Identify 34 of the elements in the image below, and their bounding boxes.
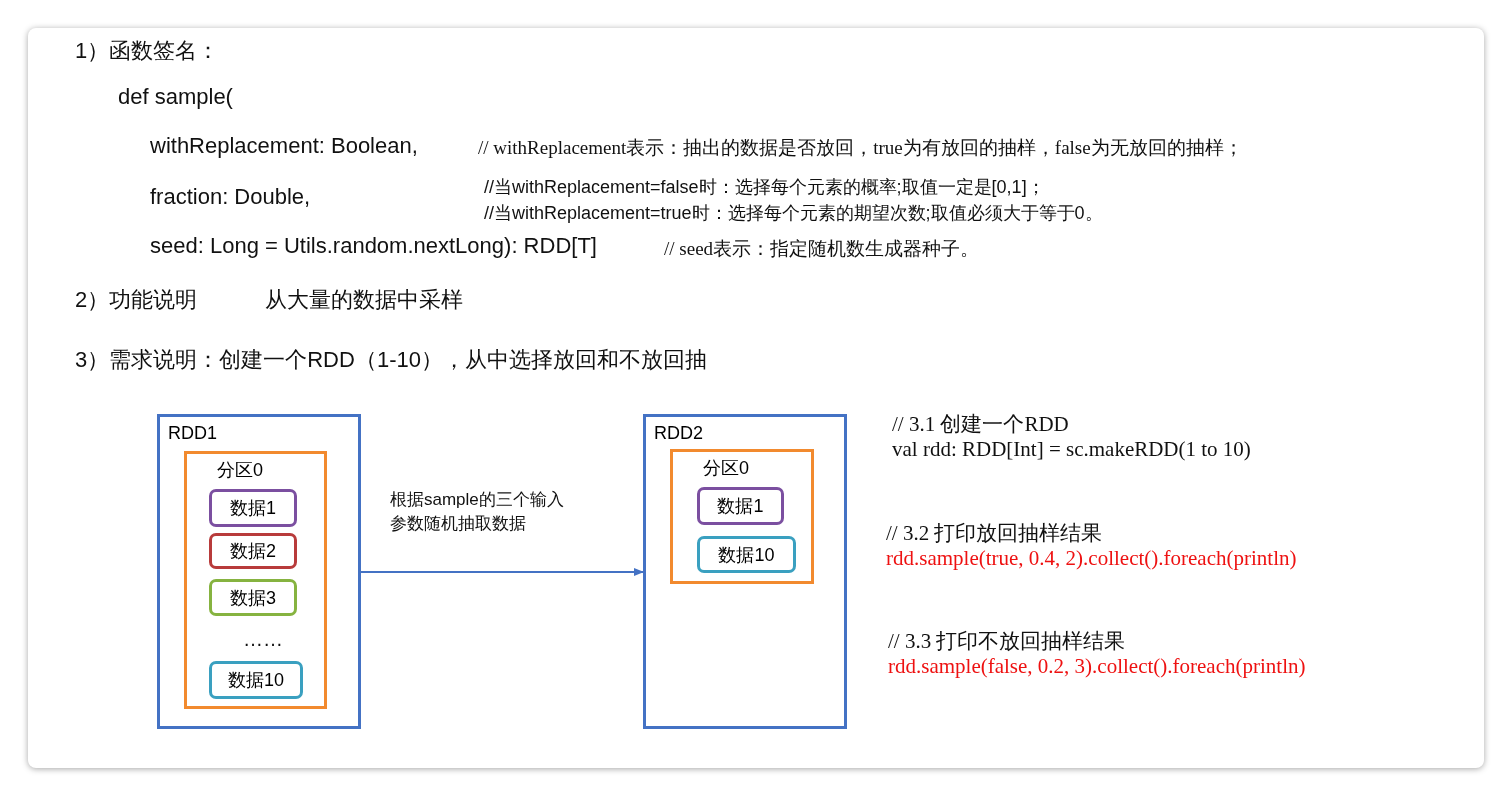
ellipsis-text: …… [243, 628, 283, 651]
box-title: RDD2 [654, 423, 703, 444]
box-title: 分区0 [703, 457, 749, 480]
code-comment: //当withReplacement=false时：选择每个元素的概率;取值一定是[0,1]； [484, 176, 1045, 199]
rdd-box [643, 414, 847, 729]
section-heading: 2）功能说明 [75, 286, 198, 314]
code-comment: // seed表示：指定随机数生成器种子。 [664, 237, 980, 261]
partition-box [184, 451, 327, 709]
box-title: RDD1 [168, 423, 217, 444]
code-comment: // 3.3 打印不放回抽样结果 [888, 628, 1126, 655]
partition-box [670, 449, 814, 584]
code-comment: // 3.1 创建一个RDD [892, 411, 1069, 438]
code-line: rdd.sample(false, 0.2, 3).collect().foreach(println) [888, 654, 1306, 679]
arrow [360, 568, 644, 576]
code-comment: // withReplacement表示：抽出的数据是否放回，true为有放回的抽样，false为无放回的抽样； [478, 136, 1243, 160]
box-title: 分区0 [217, 459, 263, 482]
data-box: 数据1 [209, 489, 297, 527]
data-box: 数据10 [209, 661, 303, 699]
code-comment: // 3.2 打印放回抽样结果 [886, 520, 1103, 547]
description-text: 从大量的数据中采样 [265, 286, 463, 314]
code-line: val rdd: RDD[Int] = sc.makeRDD(1 to 10) [892, 437, 1251, 462]
code-line: fraction: Double, [150, 184, 311, 210]
section-heading: 1）函数签名： [75, 37, 220, 65]
code-line: withReplacement: Boolean, [150, 133, 418, 159]
code-line: seed: Long = Utils.random.nextLong): RDD[T] [150, 233, 597, 259]
data-box: 数据3 [209, 579, 297, 616]
data-box: 数据2 [209, 533, 297, 569]
code-line: rdd.sample(true, 0.4, 2).collect().foreach(println) [886, 546, 1297, 571]
rdd-box [157, 414, 361, 729]
data-box: 数据10 [697, 536, 796, 573]
section-heading: 3）需求说明：创建一个RDD（1-10），从中选择放回和不放回抽 [75, 346, 707, 374]
code-line: def sample( [118, 84, 233, 110]
code-comment: //当withReplacement=true时：选择每个元素的期望次数;取值必须大于等于0。 [484, 202, 1103, 225]
data-box: 数据1 [697, 487, 784, 525]
